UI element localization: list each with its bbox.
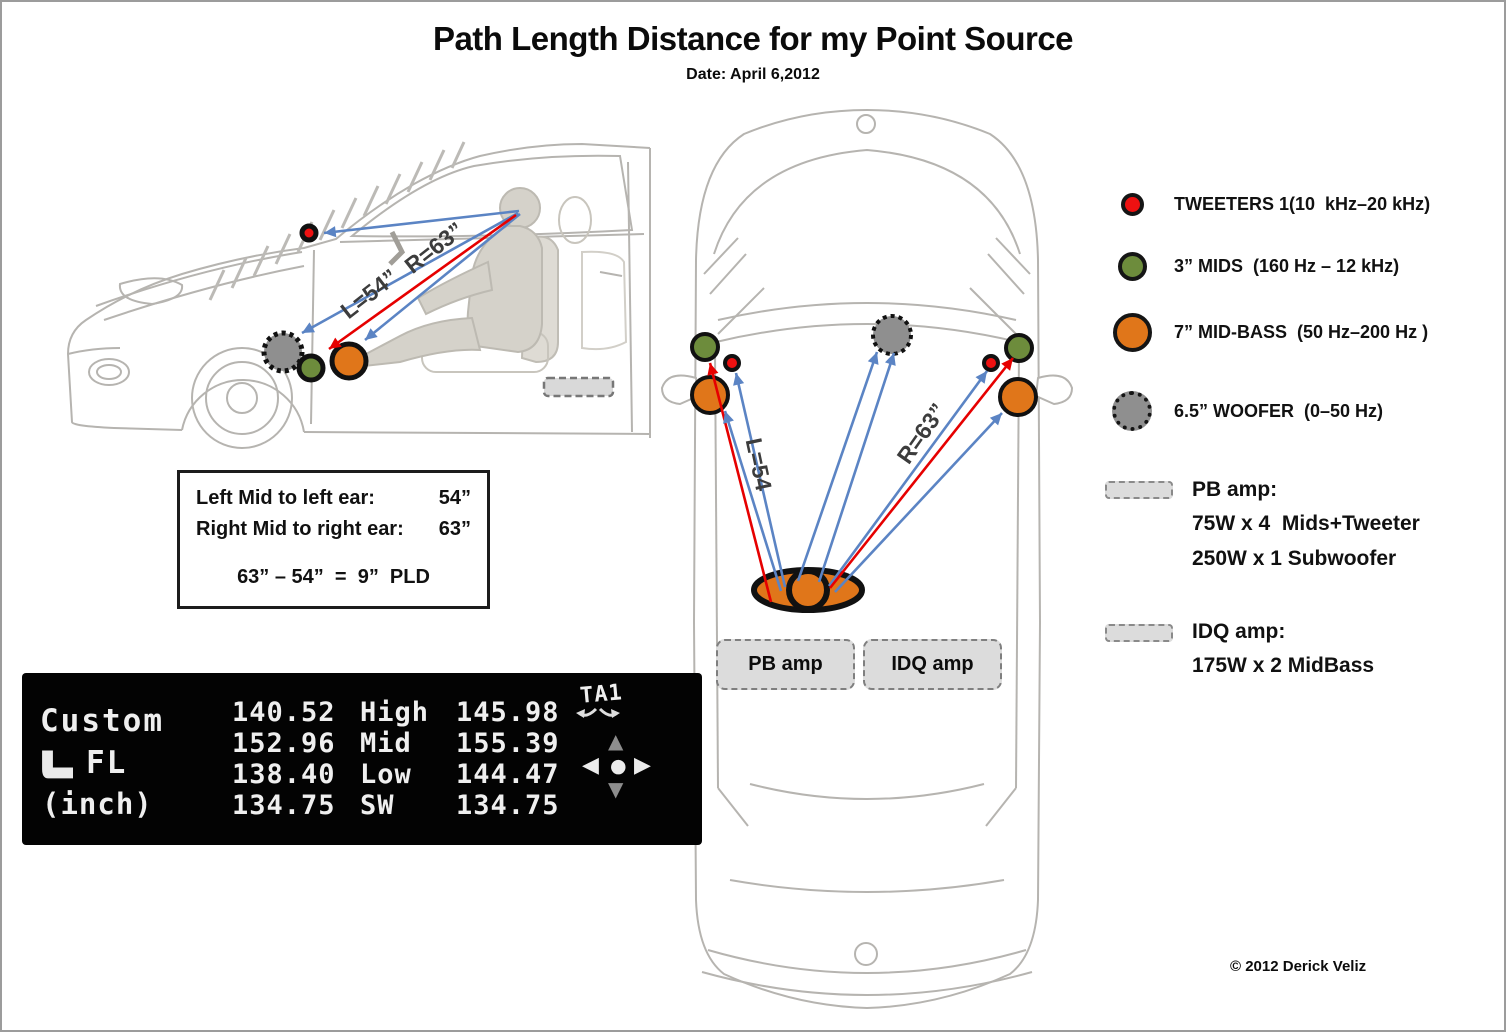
side-arrow-to-mid-red	[328, 213, 517, 351]
legend-row-woofer: 6.5” WOOFER (0–50 Hz)	[1097, 385, 1504, 437]
ta-value: 144.47	[456, 759, 560, 790]
side-tweeter	[299, 223, 319, 243]
ta-value: 134.75	[232, 790, 336, 821]
side-midbass	[329, 341, 369, 381]
top-arrow-right-midbass	[834, 412, 1003, 593]
top-label-left: L=54	[741, 436, 778, 494]
legend-label-midbass: 7” MID-BASS (50 Hz–200 Hz )	[1174, 321, 1429, 342]
top-view-car-outline	[660, 108, 1074, 1010]
seat-icon	[42, 750, 73, 779]
legend-label-tweeters: TWEETERS 1(10 kHz–20 kHz)	[1174, 193, 1431, 214]
path-arrows	[301, 209, 1015, 603]
top-arrow-left-tweeter	[734, 372, 787, 588]
top-arrow-right-tweeter	[827, 370, 989, 587]
pld-line-1-value: 54”	[438, 487, 471, 509]
legend-row-midbass: 7” MID-BASS (50 Hz–200 Hz )	[1097, 307, 1504, 357]
side-view-car-outline	[66, 142, 651, 449]
side-woofer	[261, 330, 305, 374]
pb-amp-box-label: PB amp	[748, 653, 823, 675]
dpad-up-icon: ▲	[608, 729, 624, 753]
pld-line-2-value: 63”	[438, 518, 471, 540]
side-arrow-to-tweeter	[323, 209, 520, 235]
ta-value: 155.39	[456, 728, 560, 759]
legend-label-mids: 3” MIDS (160 Hz – 12 kHz)	[1174, 255, 1400, 276]
pld-formula: 63” – 54” = 9” PLD	[237, 566, 430, 588]
pld-box: Left Mid to left ear: 54” Right Mid to r…	[177, 470, 490, 609]
band-label: Mid	[360, 728, 412, 759]
dpad-center-icon: ●	[610, 755, 627, 777]
pld-line-1-label: Left Mid to left ear:	[196, 487, 375, 509]
idq-amp-swatch-icon	[1105, 624, 1173, 642]
band-label: SW	[360, 790, 395, 821]
dpad-left-icon: ◀	[582, 753, 599, 778]
pb-amp-line-1: 75W x 4 Mids+Tweeter	[1192, 512, 1420, 535]
page-title: Path Length Distance for my Point Source	[432, 20, 1074, 57]
head-unit-display: Custom FL (inch) 140.52 High 145.98 152.96…	[22, 673, 702, 845]
ta-curved-arrows-icon	[576, 707, 620, 718]
mid-dot-icon	[1117, 251, 1147, 281]
midbass-dot-icon	[1112, 312, 1152, 352]
band-label: High	[360, 697, 430, 728]
side-arrow-to-woofer	[301, 211, 519, 335]
display-mode: Custom	[40, 703, 164, 739]
idq-amp-box: IDQ amp	[863, 639, 1002, 690]
dpad-down-icon: ▼	[608, 777, 624, 801]
top-left-mid	[690, 332, 720, 362]
ta-value: 152.96	[232, 728, 336, 759]
pb-amp-line-2: 250W x 1 Subwoofer	[1192, 547, 1397, 570]
top-woofer	[871, 314, 913, 356]
dpad-right-icon: ▶	[634, 753, 651, 778]
side-label-left: L=54”	[336, 264, 403, 324]
top-left-tweeter	[723, 354, 741, 372]
woofer-dot-icon	[1112, 391, 1152, 431]
top-right-midbass	[998, 377, 1038, 417]
top-arrow-left-midbass	[723, 410, 783, 592]
pb-amp-box: PB amp	[716, 639, 855, 690]
pld-line-2-label: Right Mid to right ear:	[196, 518, 404, 540]
pb-amp-line1-mids: Mids	[1281, 512, 1330, 535]
top-arrow-left-mid-red	[708, 362, 773, 603]
side-mid	[296, 353, 326, 383]
pld-line-2: Right Mid to right ear: 63”	[196, 514, 471, 545]
display-channel: FL	[86, 745, 128, 781]
display-distance-table: 140.52 High 145.98 152.96 Mid 155.39 138.40 L…	[232, 697, 584, 821]
ta-value: 145.98	[456, 697, 560, 728]
legend-row-tweeters: TWEETERS 1(10 kHz–20 kHz)	[1097, 182, 1504, 226]
ta-value: 138.40	[232, 759, 336, 790]
band-label: Low	[360, 759, 412, 790]
legend-row-mids: 3” MIDS (160 Hz – 12 kHz)	[1097, 244, 1504, 288]
idq-amp-box-label: IDQ amp	[891, 653, 974, 675]
date-line: Date: April 6,2012	[686, 66, 820, 83]
pld-line-1: Left Mid to left ear: 54”	[196, 483, 471, 514]
top-arrow-right-mid-red	[828, 357, 1015, 589]
display-unit: (inch)	[42, 787, 153, 821]
ta-value: 134.75	[456, 790, 560, 821]
top-arrow-woofer-2	[817, 352, 896, 583]
top-right-mid	[1004, 333, 1034, 363]
side-view-amp-dashed-rect	[542, 376, 615, 398]
idq-amp-title: IDQ amp:	[1192, 620, 1286, 643]
top-right-tweeter	[982, 354, 1000, 372]
tweeter-dot-icon	[1120, 192, 1144, 216]
side-arrow-to-midbass	[364, 212, 521, 342]
pb-amp-title: PB amp:	[1192, 478, 1278, 501]
ta-value: 140.52	[232, 697, 336, 728]
idq-amp-line-1: 175W x 2 MidBass	[1192, 654, 1375, 677]
speakers	[261, 223, 1038, 613]
pb-amp-swatch-icon	[1105, 481, 1173, 499]
top-arrow-woofer-1	[796, 351, 879, 582]
legend-label-woofer: 6.5” WOOFER (0–50 Hz)	[1174, 400, 1384, 421]
top-left-midbass	[690, 375, 730, 415]
copyright: © 2012 Derick Veliz	[1230, 958, 1367, 975]
